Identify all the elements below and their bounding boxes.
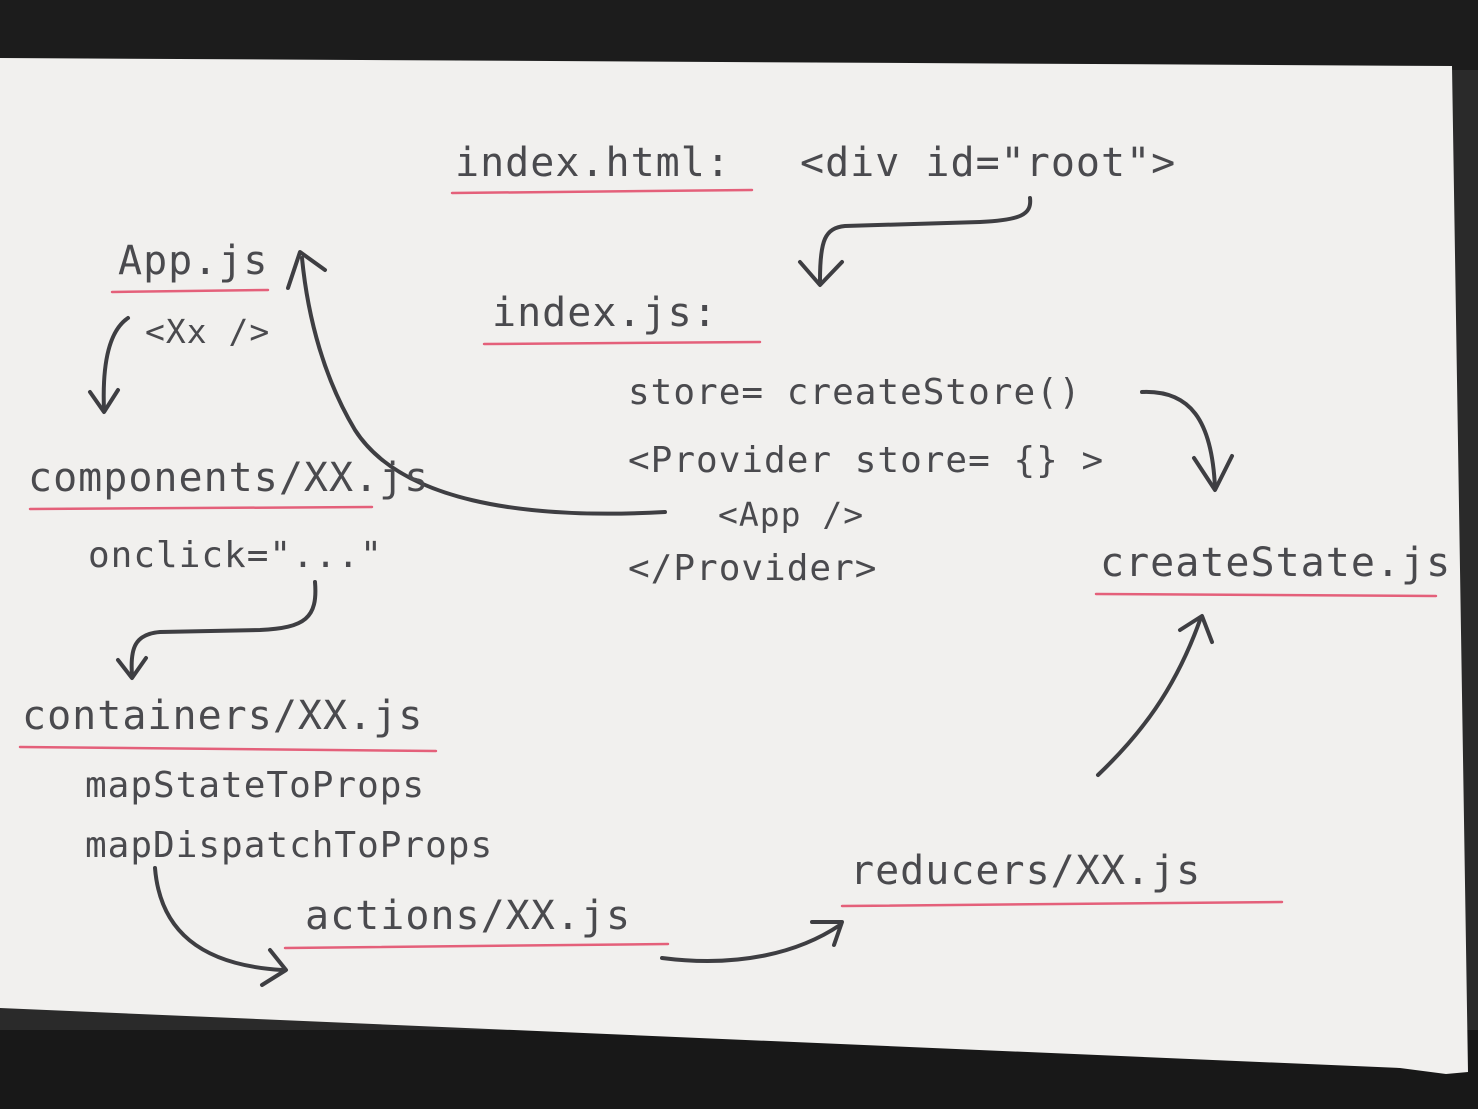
- underline-create-state: [1094, 592, 1438, 598]
- underline-components: [28, 505, 374, 511]
- index-html-code: <div id="root">: [800, 140, 1177, 186]
- arrow-root-to-index-js: [818, 196, 1033, 282]
- arrow-actions-to-reducers: [660, 923, 842, 963]
- background-top: [0, 0, 1478, 70]
- arrowhead-reducers-to-create-state: [1178, 614, 1214, 644]
- arrowhead-app-js-to-components: [88, 388, 120, 414]
- arrowhead-create-store-to-create-state: [1192, 454, 1234, 492]
- containers-line: mapStateToProps: [85, 765, 426, 806]
- underline-index-html: [450, 188, 754, 195]
- arrowhead-components-to-containers: [116, 656, 148, 680]
- underline-index-js: [482, 340, 762, 346]
- index-js-line: <App />: [718, 495, 865, 534]
- underline-actions: [283, 942, 670, 950]
- underline-app-js: [110, 288, 270, 294]
- index-js-line: </Provider>: [628, 548, 878, 589]
- arrowhead-actions-to-reducers: [810, 920, 844, 947]
- arrow-create-store-to-create-state: [1140, 389, 1217, 490]
- arrow-provider-app-to-app-js: [300, 256, 667, 516]
- index-html-filename: index.html:: [455, 140, 731, 186]
- underline-containers: [18, 745, 438, 753]
- arrow-reducers-to-create-state: [1096, 618, 1202, 777]
- arrowhead-containers-to-actions: [260, 948, 288, 987]
- app-js-code: <Xx />: [145, 312, 271, 351]
- paper-sheet: [0, 58, 1468, 1074]
- app-js-filename: App.js: [118, 238, 269, 284]
- create-state-filename: createState.js: [1100, 540, 1452, 586]
- containers-filename: containers/XX.js: [22, 693, 424, 739]
- index-js-line: store= createStore(): [628, 372, 1082, 413]
- index-js-line: <Provider store= {} >: [628, 440, 1105, 481]
- arrow-app-js-to-components: [101, 316, 130, 412]
- index-js-filename: index.js:: [492, 290, 718, 336]
- arrowhead-root-to-index-js: [798, 260, 844, 287]
- actions-filename: actions/XX.js: [305, 893, 632, 939]
- components-code: onclick="...": [88, 535, 383, 576]
- containers-line: mapDispatchToProps: [85, 825, 494, 866]
- components-filename: components/XX.js: [28, 455, 430, 501]
- arrowhead-provider-app-to-app-js: [286, 250, 327, 290]
- underline-reducers: [840, 900, 1284, 908]
- arrow-components-to-containers: [129, 580, 318, 677]
- reducers-filename: reducers/XX.js: [850, 848, 1202, 894]
- arrow-containers-to-actions: [153, 866, 284, 972]
